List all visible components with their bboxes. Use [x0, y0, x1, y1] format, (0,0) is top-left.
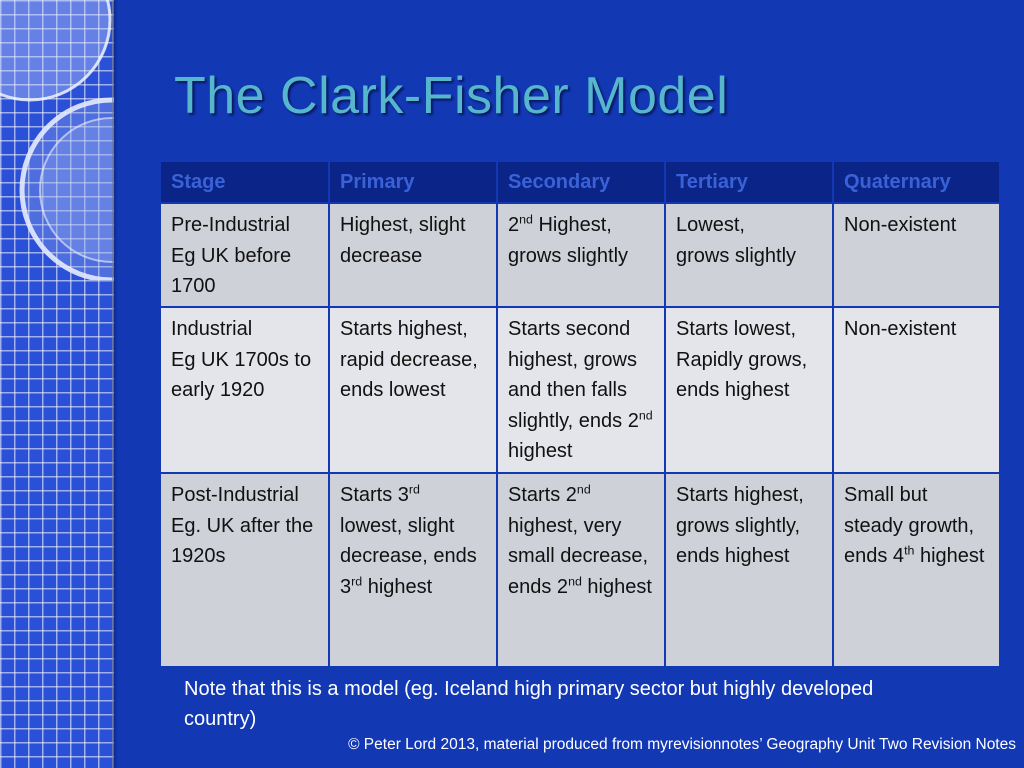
cell-tertiary: Lowest, grows slightly	[665, 203, 834, 308]
cell-primary: Highest, slight decrease	[329, 203, 498, 308]
ordinal-suffix: nd	[519, 212, 533, 227]
table-row: Pre-Industrial Eg UK before 1700 Highest…	[161, 203, 1001, 308]
cell-tertiary: Starts highest, grows slightly, ends hig…	[665, 473, 834, 668]
cell-text: Lowest, grows slightly	[676, 214, 797, 267]
header-secondary: Secondary	[497, 162, 666, 204]
clark-fisher-table: Stage Primary Secondary Tertiary Quatern…	[161, 162, 1001, 668]
cell-primary: Starts highest, rapid decrease, ends low…	[329, 307, 498, 474]
ordinal-suffix: nd	[576, 482, 591, 497]
cell-secondary: 2nd Highest, grows slightly	[497, 203, 666, 308]
strip-shadow	[112, 0, 118, 768]
cell-stage: Pre-Industrial Eg UK before 1700	[161, 203, 330, 308]
decorative-grid-strip	[0, 0, 114, 768]
cell-stage: Post-Industrial Eg. UK after the 1920s	[161, 473, 330, 668]
cell-text: Starts highest, grows slightly, ends hig…	[676, 484, 804, 567]
cell-text: Small but steady growth, ends 4th highes…	[844, 484, 985, 567]
decorative-circles	[0, 0, 114, 280]
copyright-notice: © Peter Lord 2013, material produced fro…	[348, 736, 1016, 753]
cell-secondary: Starts second highest, grows and then fa…	[497, 307, 666, 474]
cell-text: Starts 3rd lowest, slight decrease, ends…	[340, 482, 477, 598]
cell-text: Pre-Industrial Eg UK before 1700	[171, 214, 292, 297]
cell-text: Highest, slight decrease	[340, 214, 466, 267]
header-stage: Stage	[161, 162, 330, 204]
table-row: Industrial Eg UK 1700s to early 1920 Sta…	[161, 307, 1001, 474]
header-quaternary: Quaternary	[833, 162, 1001, 204]
cell-stage: Industrial Eg UK 1700s to early 1920	[161, 307, 330, 474]
cell-quaternary: Small but steady growth, ends 4th highes…	[833, 473, 1001, 668]
ordinal-suffix: nd	[638, 407, 653, 422]
slide-title: The Clark-Fisher Model	[174, 67, 729, 125]
cell-quaternary: Non-existent	[833, 203, 1001, 308]
cell-text: 2nd Highest, grows slightly	[508, 212, 629, 267]
cell-text: Starts lowest, Rapidly grows, ends highe…	[676, 318, 808, 401]
ordinal-suffix: rd	[408, 482, 420, 497]
model-note: Note that this is a model (eg. Iceland h…	[184, 678, 874, 730]
cell-text: Non-existent	[844, 318, 957, 340]
cell-quaternary: Non-existent	[833, 307, 1001, 474]
cell-text: Non-existent	[844, 214, 957, 236]
header-tertiary: Tertiary	[665, 162, 834, 204]
cell-text: Starts second highest, grows and then fa…	[508, 318, 653, 462]
header-primary: Primary	[329, 162, 498, 204]
table-row: Post-Industrial Eg. UK after the 1920s S…	[161, 473, 1001, 668]
cell-text: Starts 2nd highest, very small decrease,…	[508, 482, 652, 598]
cell-tertiary: Starts lowest, Rapidly grows, ends highe…	[665, 307, 834, 474]
table-header-row: Stage Primary Secondary Tertiary Quatern…	[161, 162, 1001, 204]
ordinal-suffix: nd	[568, 573, 582, 588]
cell-primary: Starts 3rd lowest, slight decrease, ends…	[329, 473, 498, 668]
ordinal-suffix: rd	[351, 573, 363, 588]
cell-text: Industrial Eg UK 1700s to early 1920	[171, 318, 312, 401]
cell-text: Starts highest, rapid decrease, ends low…	[340, 318, 478, 401]
ordinal-suffix: th	[904, 543, 915, 558]
cell-text: Post-Industrial Eg. UK after the 1920s	[171, 484, 314, 567]
cell-secondary: Starts 2nd highest, very small decrease,…	[497, 473, 666, 668]
